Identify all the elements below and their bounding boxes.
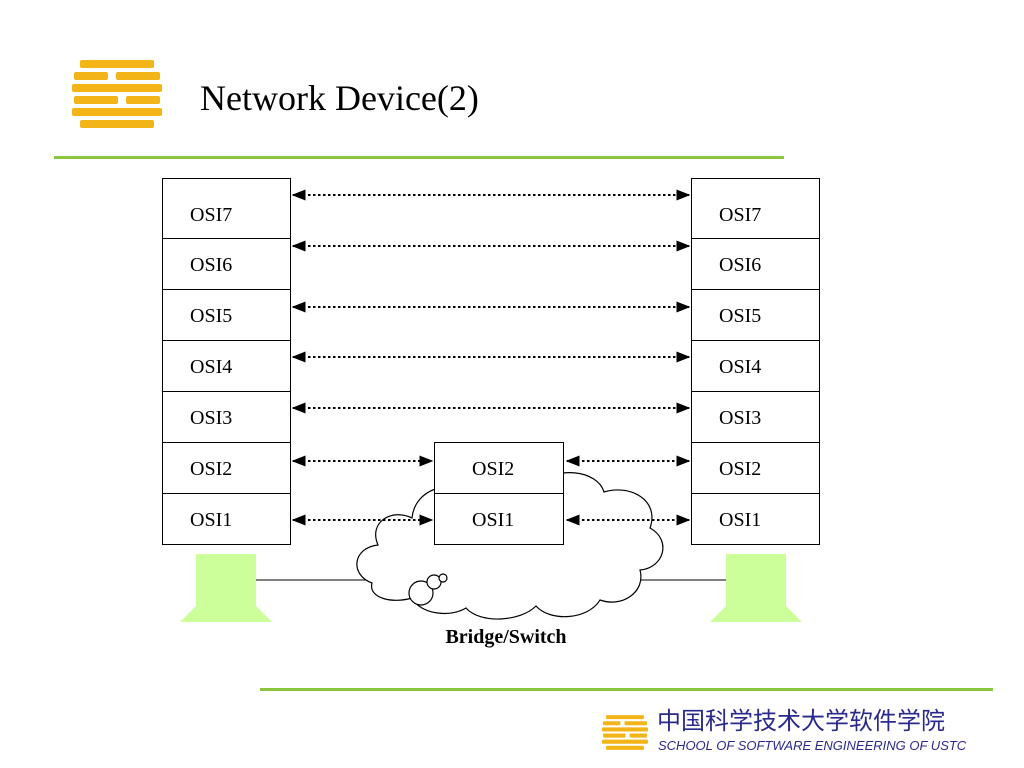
osi-layer-box: OSI5 bbox=[162, 289, 291, 341]
right-host-osi-stack: OSI7 OSI6 OSI5 OSI4 OSI3 OSI2 OSI1 bbox=[691, 178, 820, 545]
bridge-switch-caption: Bridge/Switch bbox=[445, 626, 567, 648]
ustc-logo bbox=[72, 60, 162, 134]
school-name-chinese: 中国科学技术大学软件学院 bbox=[657, 707, 945, 735]
ustc-logo-small-graphic bbox=[602, 715, 648, 750]
osi-layer-box: OSI1 bbox=[162, 493, 291, 545]
osi-layer-box: OSI5 bbox=[691, 289, 820, 341]
osi-layer-box: OSI1 bbox=[691, 493, 820, 545]
osi-layer-box: OSI1 bbox=[434, 493, 564, 545]
osi-layer-box: OSI3 bbox=[691, 391, 820, 443]
slide-title: Network Device(2) bbox=[200, 78, 479, 118]
left-host-osi-stack: OSI7 OSI6 OSI5 OSI4 OSI3 OSI2 OSI1 bbox=[162, 178, 291, 545]
cloud-shape bbox=[356, 472, 664, 620]
top-divider bbox=[54, 156, 784, 159]
bridge-switch-osi-stack: OSI2 OSI1 bbox=[434, 442, 564, 545]
osi-layer-box: OSI6 bbox=[691, 238, 820, 290]
right-host-icon bbox=[710, 554, 802, 622]
osi-layer-box: OSI2 bbox=[162, 442, 291, 494]
osi-layer-box: OSI4 bbox=[162, 340, 291, 392]
osi-layer-box: OSI3 bbox=[162, 391, 291, 443]
osi-layer-box: OSI4 bbox=[691, 340, 820, 392]
school-name-english: SCHOOL OF SOFTWARE ENGINEERING OF USTC bbox=[658, 738, 967, 753]
left-host-icon bbox=[180, 554, 272, 622]
ustc-logo-graphic bbox=[72, 60, 162, 128]
ustc-logo-small bbox=[602, 714, 648, 754]
osi-layer-box: OSI7 bbox=[162, 178, 291, 239]
osi-layer-box: OSI2 bbox=[691, 442, 820, 494]
osi-layer-box: OSI6 bbox=[162, 238, 291, 290]
osi-layer-box: OSI7 bbox=[691, 178, 820, 239]
osi-layer-box: OSI2 bbox=[434, 442, 564, 494]
bottom-divider bbox=[260, 688, 993, 691]
